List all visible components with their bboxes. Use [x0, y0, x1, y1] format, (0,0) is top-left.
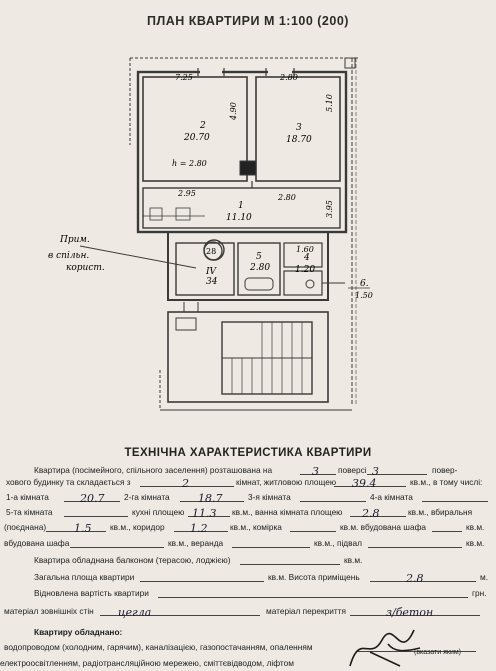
living-area-value: 39.4 [352, 477, 377, 490]
note-specify: (вказати яким) [414, 649, 461, 656]
spec-row-3: 1-а кімната 20.7 2-га кімната 18.7 3-я к… [0, 489, 496, 505]
spec-row-2: хового будинку та складається з 2 кімнат… [0, 474, 496, 490]
spec-row-6: вбудована шафа кв.м., веранда кв.м., під… [0, 535, 496, 551]
common-room-number: IV [205, 267, 218, 277]
room2-number: 2 [199, 121, 206, 131]
room4-area: 1.20 [295, 265, 315, 275]
kitchen-value: 11.3 [192, 507, 217, 520]
spec-row-1: Квартира (посімейного, спільного заселен… [0, 462, 496, 478]
room2-area: 20.70 [183, 133, 210, 143]
dim-height: h = 2.80 [172, 159, 207, 168]
room2-value: 18.7 [198, 492, 223, 505]
room4-number: 4 [303, 253, 310, 263]
floor-material-value: з/бетон [386, 606, 434, 619]
spec-row-12: водопроводом (холодним, гарячим), каналі… [0, 639, 496, 656]
walls-material-value: цегла [118, 606, 152, 619]
dim-corridor-right: 2.80 [277, 193, 296, 202]
spec-row-9: Відновлена вартість квартири грн. [0, 585, 496, 601]
floor-value: 3 [312, 465, 319, 478]
dim-corridor-side: 3.95 [325, 200, 334, 218]
room1-area: 11.10 [226, 213, 252, 223]
room3-area: 18.70 [286, 135, 312, 145]
spec-row-5: (поєднана) 1.5 кв.м., коридор 1.2 кв.м.,… [0, 519, 496, 535]
signature-mark [349, 629, 421, 667]
floor-plan-drawing: 7.25 2.80 4.90 5.10 h = 2.80 2.95 2.80 3… [48, 57, 373, 411]
dim-top-left: 7.25 [175, 73, 193, 82]
bathroom-value: 2.8 [362, 507, 380, 520]
spec-row-10: матеріал зовнішніх стін цегла матеріал п… [0, 603, 496, 619]
note-line-2: в спільн. [48, 251, 89, 261]
room6-number: 6. [360, 279, 369, 289]
floors-value: 3 [372, 465, 379, 478]
room1-number: 1 [238, 201, 244, 211]
spec-row-11: Квартиру обладнано: [34, 627, 123, 637]
room5-area: 2.80 [249, 263, 270, 273]
common-room-area: 34 [206, 277, 218, 287]
common-circle-number: 28 [206, 247, 216, 256]
plan-title: ПЛАН КВАРТИРИ М 1:100 (200) [147, 14, 349, 28]
spec-title: ТЕХНІЧНА ХАРАКТЕРИСТИКА КВАРТИРИ [124, 447, 372, 459]
toilet-value: 1.5 [74, 522, 92, 535]
spec-row-7: Квартира обладнана балконом (терасою, ло… [0, 552, 496, 568]
room5-number: 5 [256, 252, 262, 262]
dim-top-right: 2.80 [279, 73, 298, 82]
height-value: 2.8 [406, 572, 424, 585]
dim-corridor-top: 2.95 [177, 189, 196, 198]
room1-value: 20.7 [80, 492, 105, 505]
note-line-1: Прим. [59, 235, 90, 245]
spec-row-8: Загальна площа квартири кв.м. Висота при… [0, 569, 496, 585]
dim-bath-top: 1.60 [296, 245, 314, 254]
dim-room3-side: 5.10 [325, 94, 334, 112]
spec-row-13: електроосвітленням, радіотрансляційною м… [0, 658, 294, 668]
dim-balcony: 1.50 [355, 291, 373, 300]
note-line-3: корист. [66, 263, 105, 273]
spec-row-4: 5-та кімната кухні площею 11.3 кв.м., ва… [0, 504, 496, 520]
rooms-count-value: 2 [182, 477, 189, 490]
room3-number: 3 [296, 123, 302, 133]
corridor-value: 1.2 [190, 522, 208, 535]
dim-room2-side: 4.90 [229, 102, 238, 121]
